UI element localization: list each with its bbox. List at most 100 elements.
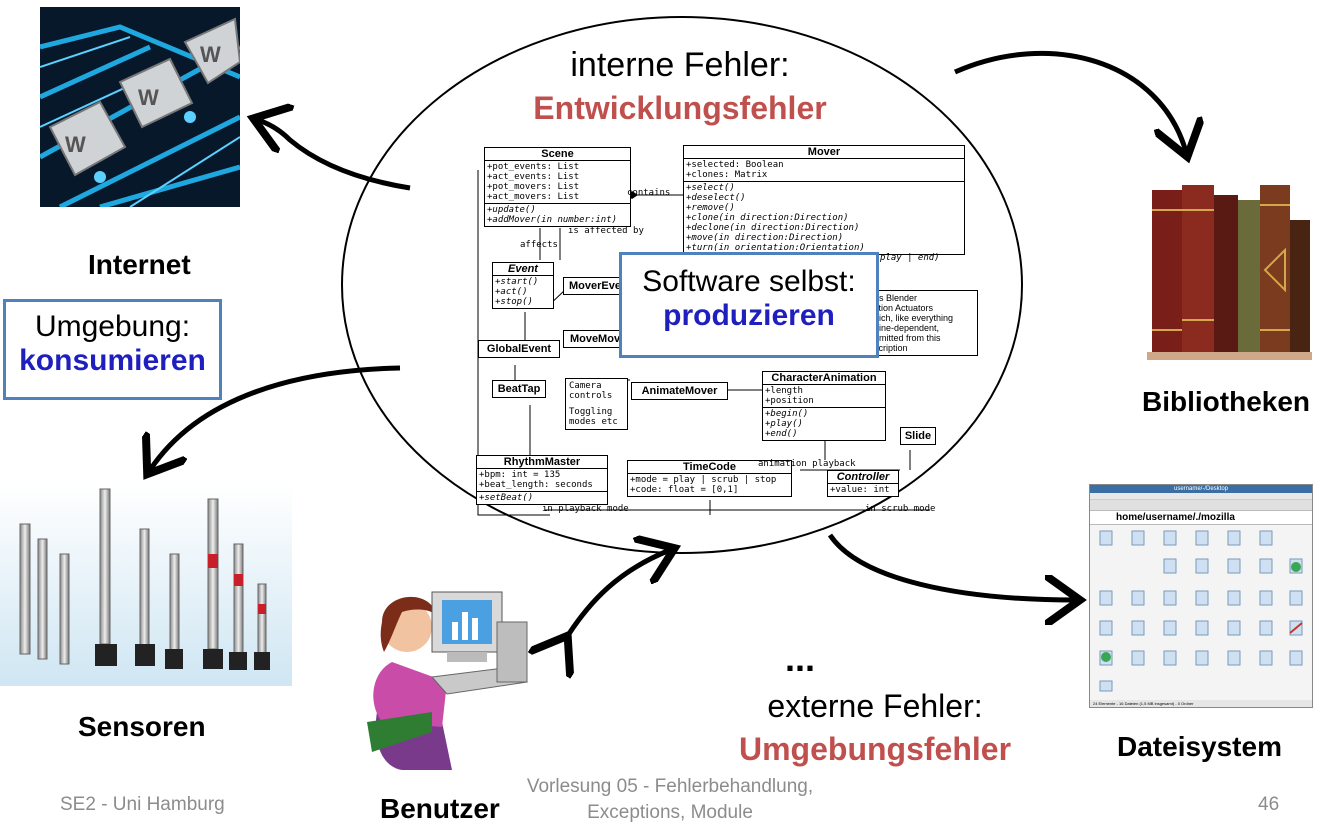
uml-mover-event-name: MoverEve	[569, 280, 621, 292]
filesystem-status: 24 Elemente - 16 Dateien (1,5 MB insgesa…	[1090, 700, 1312, 707]
filesystem-path: home/username/./mozilla	[1090, 511, 1312, 525]
uml-mover-attr: +clones: Matrix	[686, 170, 768, 180]
uml-timecode-attr: +mode = play | scrub | stop	[630, 475, 777, 485]
uml-event-op: +act()	[495, 287, 528, 297]
uml-scene-attr: +pot_events: List	[487, 162, 580, 172]
uml-timecode-name: TimeCode	[628, 461, 791, 474]
uml-mover-op: +deselect()	[686, 193, 746, 203]
page-number: 46	[1258, 794, 1280, 815]
uml-note-line: gine-dependent,	[874, 323, 940, 333]
internal-errors-subtitle: Entwicklungsfehler	[533, 90, 827, 126]
uml-beat-tap-name: BeatTap	[497, 383, 541, 395]
uml-rhythm-master-op: +setBeat()	[479, 493, 534, 503]
uml-class-mover: Mover +selected: Boolean +clones: Matrix…	[683, 145, 965, 255]
label-internet: Internet	[88, 249, 191, 280]
uml-edge-contains: contains	[627, 188, 671, 198]
uml-note-line: controls	[569, 391, 613, 401]
arrow-to-filesystem	[827, 533, 1075, 600]
sensors-image	[0, 484, 292, 686]
uml-edge-in-playback: in playback mode	[542, 504, 629, 514]
filesystem-image: username/-/Desktop home/username/./mozil…	[1089, 484, 1313, 708]
central-ellipse	[341, 16, 1023, 554]
filesystem-icons	[1099, 530, 1303, 692]
software-box: Software selbst: produzieren	[619, 252, 879, 358]
uml-scene-attr: +act_movers: List	[487, 192, 580, 202]
uml-scene-name: Scene	[485, 148, 630, 161]
uml-character-animation-op: +end()	[765, 429, 798, 439]
uml-note-line: omitted from this	[874, 333, 941, 343]
uml-class-character-animation: CharacterAnimation +length +position +be…	[762, 371, 886, 441]
uml-edge-affected: is affected by	[568, 226, 644, 236]
uml-scene-attr: +act_events: List	[487, 172, 580, 182]
uml-event-op: +stop()	[495, 297, 533, 307]
environment-line1: Umgebung:	[34, 310, 191, 343]
uml-note-line: ction Actuators	[874, 303, 934, 313]
uml-edge-play-end: play | end)	[880, 253, 940, 263]
uml-edge-in-scrub: in scrub mode	[865, 504, 936, 514]
uml-controller-name: Controller	[828, 471, 898, 484]
uml-event-op: +start()	[495, 277, 539, 287]
ellipsis: ...	[784, 638, 815, 679]
uml-note-line: hich, like everything	[874, 313, 954, 323]
internal-errors-title: interne Fehler:	[570, 46, 790, 84]
uml-note-line: Camera	[569, 381, 602, 391]
arrow-to-libraries	[953, 50, 1186, 152]
uml-character-animation-op: +play()	[765, 419, 803, 429]
uml-class-timecode: TimeCode +mode = play | scrub | stop +co…	[627, 460, 792, 497]
uml-character-animation-attr: +position	[765, 396, 814, 406]
arrow-user-bidirectional	[565, 550, 670, 640]
uml-rhythm-master-name: RhythmMaster	[477, 456, 607, 469]
uml-note-camera: Camera controls Toggling modes etc	[565, 378, 628, 430]
uml-edge-animation-playback: animation playback	[758, 459, 856, 469]
uml-character-animation-name: CharacterAnimation	[763, 372, 885, 385]
uml-class-mover-event: MoverEve	[563, 277, 627, 295]
software-line2: produzieren	[663, 299, 835, 332]
uml-note-line: Toggling	[569, 407, 613, 417]
uml-class-rhythm-master: RhythmMaster +bpm: int = 135 +beat_lengt…	[476, 455, 608, 505]
uml-class-scene: Scene +pot_events: List +act_events: Lis…	[484, 147, 631, 227]
uml-slide-name: Slide	[904, 430, 932, 442]
uml-edge-affects: affects	[520, 240, 558, 250]
uml-event-name: Event	[493, 263, 553, 276]
arrow-to-sensors	[150, 365, 401, 470]
footer-course: SE2 - Uni Hamburg	[60, 794, 225, 815]
uml-character-animation-attr: +length	[765, 386, 803, 396]
arrow-to-internet	[258, 120, 411, 191]
user-image	[367, 591, 529, 770]
label-user: Benutzer	[380, 793, 500, 824]
label-libraries: Bibliotheken	[1142, 386, 1311, 417]
internet-image: W W W	[40, 7, 240, 207]
uml-class-slide: Slide	[900, 427, 936, 445]
uml-global-event-name: GlobalEvent	[486, 343, 552, 355]
svg-text:W: W	[200, 42, 221, 67]
uml-class-event: Event +start() +act() +stop()	[492, 262, 554, 309]
uml-mover-op: +clone(in direction:Direction)	[686, 213, 849, 223]
environment-line2: konsumieren	[19, 344, 206, 377]
uml-scene-attr: +pot_movers: List	[487, 182, 580, 192]
footer-lecture-line1: Vorlesung 05 - Fehlerbehandlung,	[526, 776, 814, 797]
uml-mover-op: +remove()	[686, 203, 735, 213]
uml-scene-op: +update()	[487, 205, 536, 215]
external-errors-subtitle: Umgebungsfehler	[738, 731, 1012, 767]
uml-class-global-event: GlobalEvent	[478, 340, 560, 358]
uml-mover-attr: +selected: Boolean	[686, 160, 784, 170]
svg-text:W: W	[65, 132, 86, 157]
uml-class-beat-tap: BeatTap	[492, 380, 546, 398]
uml-timecode-attr: +code: float = [0,1]	[630, 485, 739, 495]
libraries-image	[1147, 185, 1312, 360]
label-filesystem: Dateisystem	[1117, 731, 1282, 762]
software-line1: Software selbst:	[642, 265, 856, 298]
filesystem-titlebar: username/-/Desktop	[1090, 485, 1312, 493]
uml-mover-op: +move(in direction:Direction)	[686, 233, 844, 243]
uml-mover-name: Mover	[684, 146, 964, 159]
uml-note-line: modes etc	[569, 417, 618, 427]
svg-text:W: W	[138, 85, 159, 110]
uml-class-animate-mover: AnimateMover	[631, 382, 728, 400]
uml-character-animation-op: +begin()	[765, 409, 809, 419]
uml-rhythm-master-attr: +bpm: int = 135	[479, 470, 561, 480]
uml-rhythm-master-attr: +beat_length: seconds	[479, 480, 593, 490]
external-errors-title: externe Fehler:	[767, 688, 983, 724]
uml-move-mov-name: MoveMov	[569, 333, 621, 345]
environment-box: Umgebung: konsumieren	[3, 299, 222, 400]
